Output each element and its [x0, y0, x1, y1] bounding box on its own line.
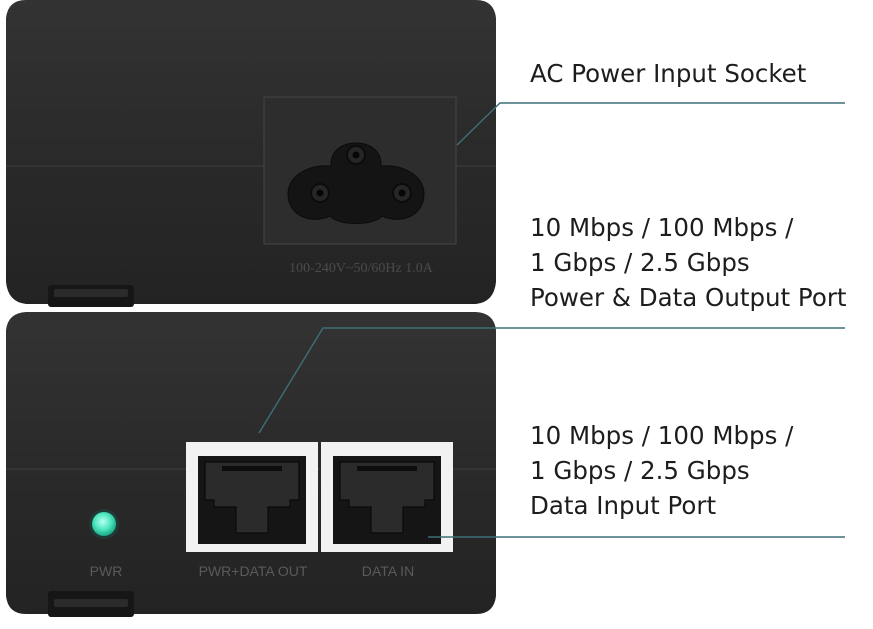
ac-power-socket [263, 96, 457, 245]
power-led [89, 509, 119, 539]
power-data-out-label: PWR+DATA OUT [199, 563, 308, 579]
callout-ac-power-socket: AC Power Input Socket [530, 56, 806, 91]
callout-line: Power & Data Output Port [530, 283, 847, 312]
callout-line: 10 Mbps / 100 Mbps / [530, 213, 794, 242]
leader-line-output-port [258, 327, 845, 434]
callout-data-input-port: 10 Mbps / 100 Mbps / 1 Gbps / 2.5 Gbps D… [530, 418, 793, 523]
callout-line: 1 Gbps / 2.5 Gbps [530, 248, 750, 277]
callout-power-data-output-port: 10 Mbps / 100 Mbps / 1 Gbps / 2.5 Gbps P… [530, 210, 847, 315]
mounting-clip-top [48, 285, 134, 307]
pwr-label: PWR [90, 563, 123, 579]
port-side-panel: PWR PWR+DATA OUT DATA IN [6, 312, 496, 617]
leader-line-ac-socket [456, 102, 845, 146]
ac-side-panel: 100-240V~50/60Hz 1.0A [6, 0, 496, 307]
callout-line: 1 Gbps / 2.5 Gbps [530, 456, 750, 485]
mounting-clip-bottom [48, 591, 134, 617]
data-input-port [321, 442, 453, 552]
power-data-output-port [186, 442, 318, 552]
ac-rating-label: 100-240V~50/60Hz 1.0A [289, 261, 434, 276]
leader-lines [258, 102, 845, 538]
callout-line: Data Input Port [530, 491, 717, 520]
data-in-label: DATA IN [362, 563, 414, 579]
callout-line: 10 Mbps / 100 Mbps / [530, 421, 794, 450]
callout-line: AC Power Input Socket [530, 59, 807, 88]
